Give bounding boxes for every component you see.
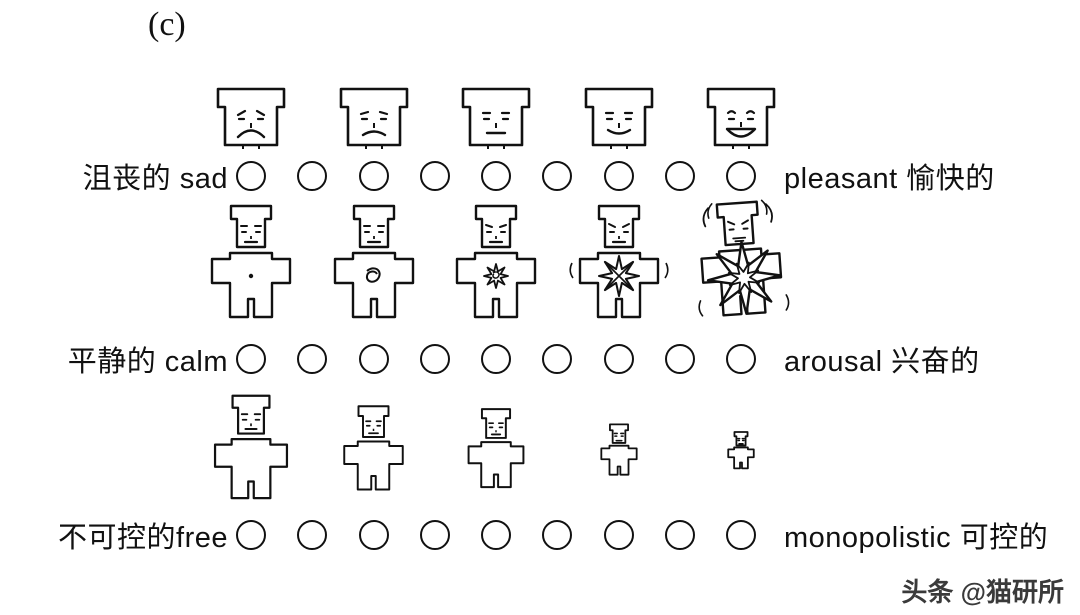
dominance-rating-circles (236, 520, 756, 550)
arousal-rating-circles (236, 344, 756, 374)
dominance-rating-row: 不可控的free monopolistic 可控的 (0, 514, 1080, 556)
dominance-figure-large-icon (332, 404, 415, 500)
arousal-rating-circle-4[interactable] (419, 344, 450, 374)
arousal-figure-slight-icon (319, 203, 429, 331)
arousal-rating-circle-1[interactable] (236, 344, 266, 374)
arousal-rating-row: 平静的 calm arousal 兴奋的 (0, 338, 1080, 380)
valence-figure-slight-smile-icon (583, 86, 655, 150)
dominance-rating-circle-6[interactable] (542, 520, 573, 550)
dominance-rating-circle-8[interactable] (664, 520, 695, 550)
arousal-figure-mild-icon (441, 203, 551, 331)
dominance-rating-circle-2[interactable] (297, 520, 328, 550)
dominance-right-label: monopolistic 可控的 (784, 522, 1049, 554)
arousal-rating-circle-7[interactable] (603, 344, 634, 374)
arousal-rating-circle-6[interactable] (542, 344, 573, 374)
arousal-left-label: 平静的 calm (67, 346, 228, 378)
dominance-figure-small-icon (594, 423, 644, 481)
dominance-rating-circle-3[interactable] (358, 520, 389, 550)
dominance-figure-medium-icon (457, 407, 535, 497)
valence-figure-sad-icon (338, 86, 410, 150)
arousal-rating-circle-2[interactable] (297, 344, 328, 374)
valence-rating-circles (236, 161, 756, 191)
dominance-left-label: 不可控的free (58, 522, 228, 554)
valence-rating-circle-1[interactable] (236, 161, 266, 191)
valence-rating-circle-5[interactable] (481, 161, 511, 191)
watermark-text: 头条 @猫研所 (901, 577, 1064, 607)
valence-figure-neutral-icon (460, 86, 532, 150)
valence-left-label: 沮丧的 sad (82, 163, 228, 195)
arousal-rating-circle-8[interactable] (664, 344, 695, 374)
valence-rating-circle-9[interactable] (726, 161, 756, 191)
valence-rating-circle-4[interactable] (419, 161, 450, 191)
valence-rating-circle-7[interactable] (603, 161, 634, 191)
arousal-rating-circle-5[interactable] (481, 344, 511, 374)
valence-figure-happy-icon (705, 86, 777, 150)
dominance-figure-largest-icon (200, 393, 302, 511)
valence-rating-circle-6[interactable] (542, 161, 573, 191)
arousal-right-label: arousal 兴奋的 (784, 346, 980, 378)
arousal-rating-circle-9[interactable] (726, 344, 756, 374)
dominance-rating-circle-4[interactable] (419, 520, 450, 550)
dominance-rating-circle-7[interactable] (603, 520, 634, 550)
panel-label: (c) (148, 6, 186, 43)
valence-right-label: pleasant 愉快的 (784, 163, 995, 195)
valence-figure-very-sad-icon (215, 86, 287, 150)
arousal-figure-calm-icon (196, 203, 306, 331)
dominance-rating-circle-9[interactable] (726, 520, 756, 550)
valence-rating-circle-8[interactable] (664, 161, 695, 191)
dominance-rating-circle-1[interactable] (236, 520, 266, 550)
arousal-rating-circle-3[interactable] (358, 344, 389, 374)
dominance-figure-smallest-icon (723, 431, 759, 473)
valence-rating-row: 沮丧的 sad pleasant 愉快的 (0, 155, 1080, 197)
dominance-rating-circle-5[interactable] (481, 520, 511, 550)
valence-rating-circle-3[interactable] (358, 161, 389, 191)
arousal-figure-extreme-icon (682, 196, 801, 331)
arousal-figure-high-icon (564, 203, 674, 331)
valence-rating-circle-2[interactable] (297, 161, 328, 191)
